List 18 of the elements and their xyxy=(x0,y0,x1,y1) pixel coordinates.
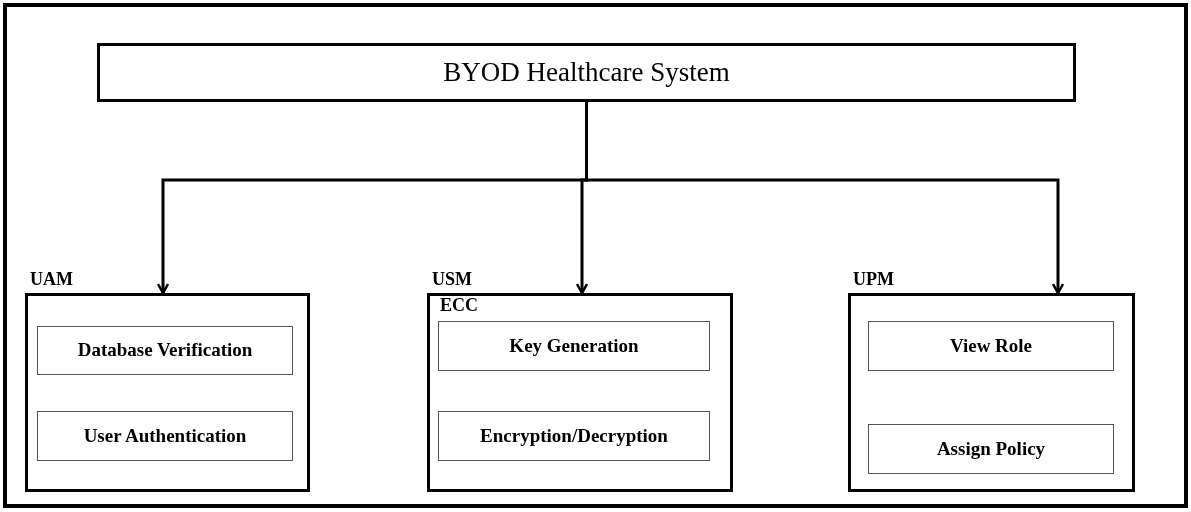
system-box xyxy=(97,43,1076,102)
function-box xyxy=(868,424,1114,474)
module-heading: USM xyxy=(432,268,472,291)
function-box xyxy=(438,411,710,461)
function-label: Database Verification xyxy=(77,338,253,363)
module-heading: UAM xyxy=(30,268,73,291)
function-box xyxy=(37,411,293,461)
function-box xyxy=(37,326,293,375)
box-title: BYOD Healthcare System xyxy=(443,59,730,86)
module-subheading: ECC xyxy=(440,294,478,317)
module-heading: UPM xyxy=(853,268,894,291)
function-box xyxy=(438,321,710,371)
function-label: User Authentication xyxy=(83,423,247,448)
function-label: Key Generation xyxy=(509,333,639,358)
function-label: View Role xyxy=(949,333,1033,358)
function-label: Assign Policy xyxy=(936,436,1046,461)
function-box xyxy=(868,321,1114,371)
function-label: Encryption/Decryption xyxy=(480,423,668,448)
